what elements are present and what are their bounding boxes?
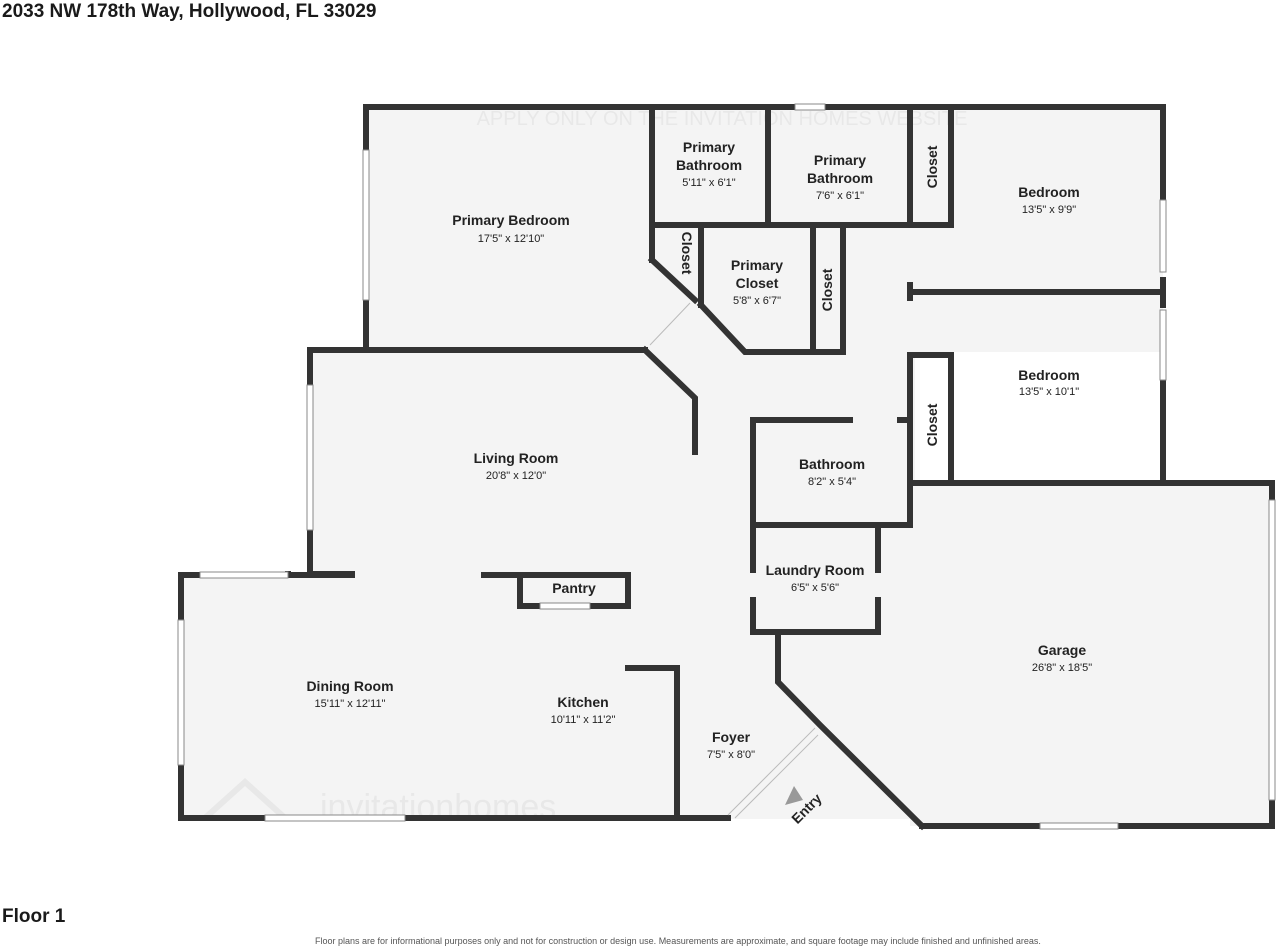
label-pantry: Pantry	[552, 580, 596, 596]
label-kitchen: Kitchen	[557, 694, 608, 710]
label-garage: Garage	[1038, 642, 1086, 658]
watermark-top: APPLY ONLY ON THE INVITATION HOMES WEBSI…	[477, 108, 968, 130]
dims-primary-bathroom-1: 5'11" x 6'1"	[682, 177, 735, 189]
dims-bedroom-2: 13'5" x 10'1"	[1019, 386, 1079, 398]
dims-garage: 26'8" x 18'5"	[1032, 662, 1092, 674]
dims-living-room: 20'8" x 12'0"	[486, 470, 546, 482]
label-closet-c: Closet	[819, 268, 835, 311]
dims-foyer: 7'5" x 8'0"	[707, 749, 755, 761]
dims-primary-closet: 5'8" x 6'7"	[733, 295, 781, 307]
label-foyer: Foyer	[712, 729, 751, 745]
label-dining-room: Dining Room	[306, 678, 393, 694]
label-bathroom: Bathroom	[799, 456, 865, 472]
dims-bedroom-1: 13'5" x 9'9"	[1022, 204, 1076, 216]
label-living-room: Living Room	[474, 450, 559, 466]
windows	[177, 103, 1276, 830]
property-address: 2033 NW 178th Way, Hollywood, FL 33029	[2, 1, 377, 22]
label-closet-d: Closet	[924, 403, 940, 446]
dims-dining-room: 15'11" x 12'11"	[315, 698, 386, 710]
dims-bathroom: 8'2" x 5'4"	[808, 476, 856, 488]
label-primary-bathroom-1b: Bathroom	[676, 157, 742, 173]
label-bedroom-2: Bedroom	[1018, 367, 1079, 383]
label-primary-bedroom: Primary Bedroom	[452, 212, 569, 228]
floor-area	[181, 107, 1272, 826]
label-primary-closet-b: Closet	[736, 275, 779, 291]
label-closet-b: Closet	[679, 232, 695, 275]
dims-laundry-room: 6'5" x 5'6"	[791, 582, 839, 594]
label-bedroom-1: Bedroom	[1018, 184, 1079, 200]
label-primary-bathroom-1a: Primary	[683, 139, 735, 155]
label-closet-a: Closet	[924, 145, 940, 188]
label-laundry-room: Laundry Room	[766, 562, 865, 578]
disclaimer: Floor plans are for informational purpos…	[315, 936, 1041, 946]
entry-arrow-icon	[785, 786, 803, 805]
openings	[649, 302, 819, 819]
label-primary-closet-a: Primary	[731, 257, 783, 273]
dims-primary-bathroom-2: 7'6" x 6'1"	[816, 190, 864, 202]
floor-label: Floor 1	[2, 906, 66, 927]
dims-primary-bedroom: 17'5" x 12'10"	[478, 233, 545, 245]
dims-kitchen: 10'11" x 11'2"	[551, 714, 616, 726]
label-primary-bathroom-2a: Primary	[814, 152, 866, 168]
label-primary-bathroom-2b: Bathroom	[807, 170, 873, 186]
